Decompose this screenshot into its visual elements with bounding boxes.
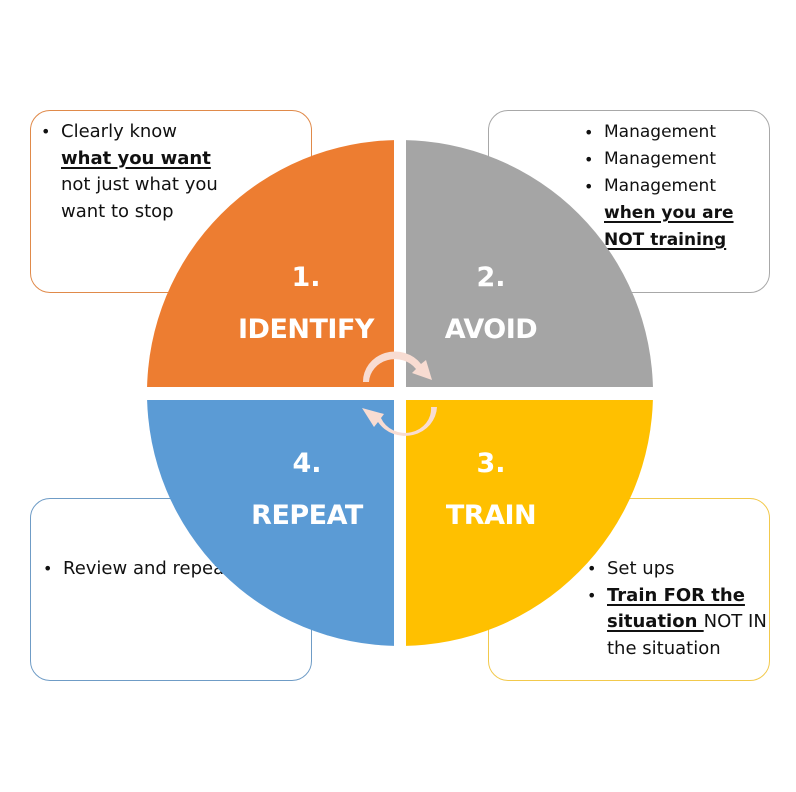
- emphasis-text: when you are NOT training: [604, 203, 734, 250]
- note-text: Management: [604, 122, 716, 142]
- note-item-avoid: • Management when you are NOT training: [584, 173, 759, 254]
- quadrant-train-shape: [406, 400, 653, 646]
- quadrant-avoid-title: AVOID: [445, 314, 537, 345]
- note-text: Clearly know: [61, 121, 178, 142]
- bullet-icon: •: [41, 122, 51, 141]
- emphasis-text: what you want: [61, 147, 211, 169]
- note-text: not just what you want to stop: [61, 174, 218, 222]
- note-text: Set ups: [607, 558, 675, 579]
- note-item-train: • Set ups: [587, 556, 767, 583]
- quadrant-repeat-number: 4.: [292, 448, 321, 479]
- note-text: Review and repeat: [63, 558, 232, 579]
- quadrant-repeat-title: REPEAT: [251, 500, 364, 531]
- cycle-arrow-top: [362, 351, 432, 382]
- note-item-avoid: • Management: [584, 146, 759, 173]
- bullet-icon: •: [43, 559, 53, 578]
- note-text: Management: [604, 149, 716, 169]
- note-list-avoid: • Management • Management • Management when y…: [584, 119, 759, 254]
- quadrant-repeat-shape: [147, 400, 394, 646]
- note-item-train: • Train FOR the situation NOT IN the situ…: [587, 583, 767, 663]
- note-item-identify: • Clearly know what you want not just wha…: [41, 119, 226, 225]
- quadrant-identify-shape: [147, 140, 394, 387]
- cycle-arrow-bottom: [362, 407, 437, 436]
- quadrant-train: 3. TRAIN: [406, 400, 653, 646]
- note-list-train: • Set ups • Train FOR the situation NOT IN …: [587, 556, 767, 662]
- quadrant-train-title: TRAIN: [446, 500, 536, 531]
- bullet-icon: •: [584, 123, 594, 142]
- quadrant-train-number: 3.: [476, 448, 505, 479]
- bullet-icon: •: [587, 559, 597, 578]
- quadrant-avoid: 2. AVOID: [406, 140, 653, 387]
- bullet-icon: •: [584, 150, 594, 169]
- quadrant-identify: 1. IDENTIFY: [147, 140, 394, 387]
- note-item-avoid: • Management: [584, 119, 759, 146]
- quadrant-identify-title: IDENTIFY: [238, 314, 375, 345]
- quadrant-avoid-number: 2.: [476, 262, 505, 293]
- cycle-arrows-icon: [362, 351, 437, 436]
- note-item-repeat: • Review and repeat: [43, 556, 243, 583]
- note-list-identify: • Clearly know what you want not just wha…: [41, 119, 226, 225]
- note-text: Management: [604, 176, 716, 196]
- quadrant-avoid-shape: [406, 140, 653, 387]
- quadrant-repeat: 4. REPEAT: [147, 400, 394, 646]
- emphasis-text: Train FOR the situation: [607, 584, 745, 633]
- quadrant-identify-number: 1.: [291, 262, 320, 293]
- note-text: NOT IN the situation: [607, 611, 767, 659]
- bullet-icon: •: [587, 585, 597, 605]
- bullet-icon: •: [584, 177, 594, 196]
- note-list-repeat: • Review and repeat: [43, 556, 243, 583]
